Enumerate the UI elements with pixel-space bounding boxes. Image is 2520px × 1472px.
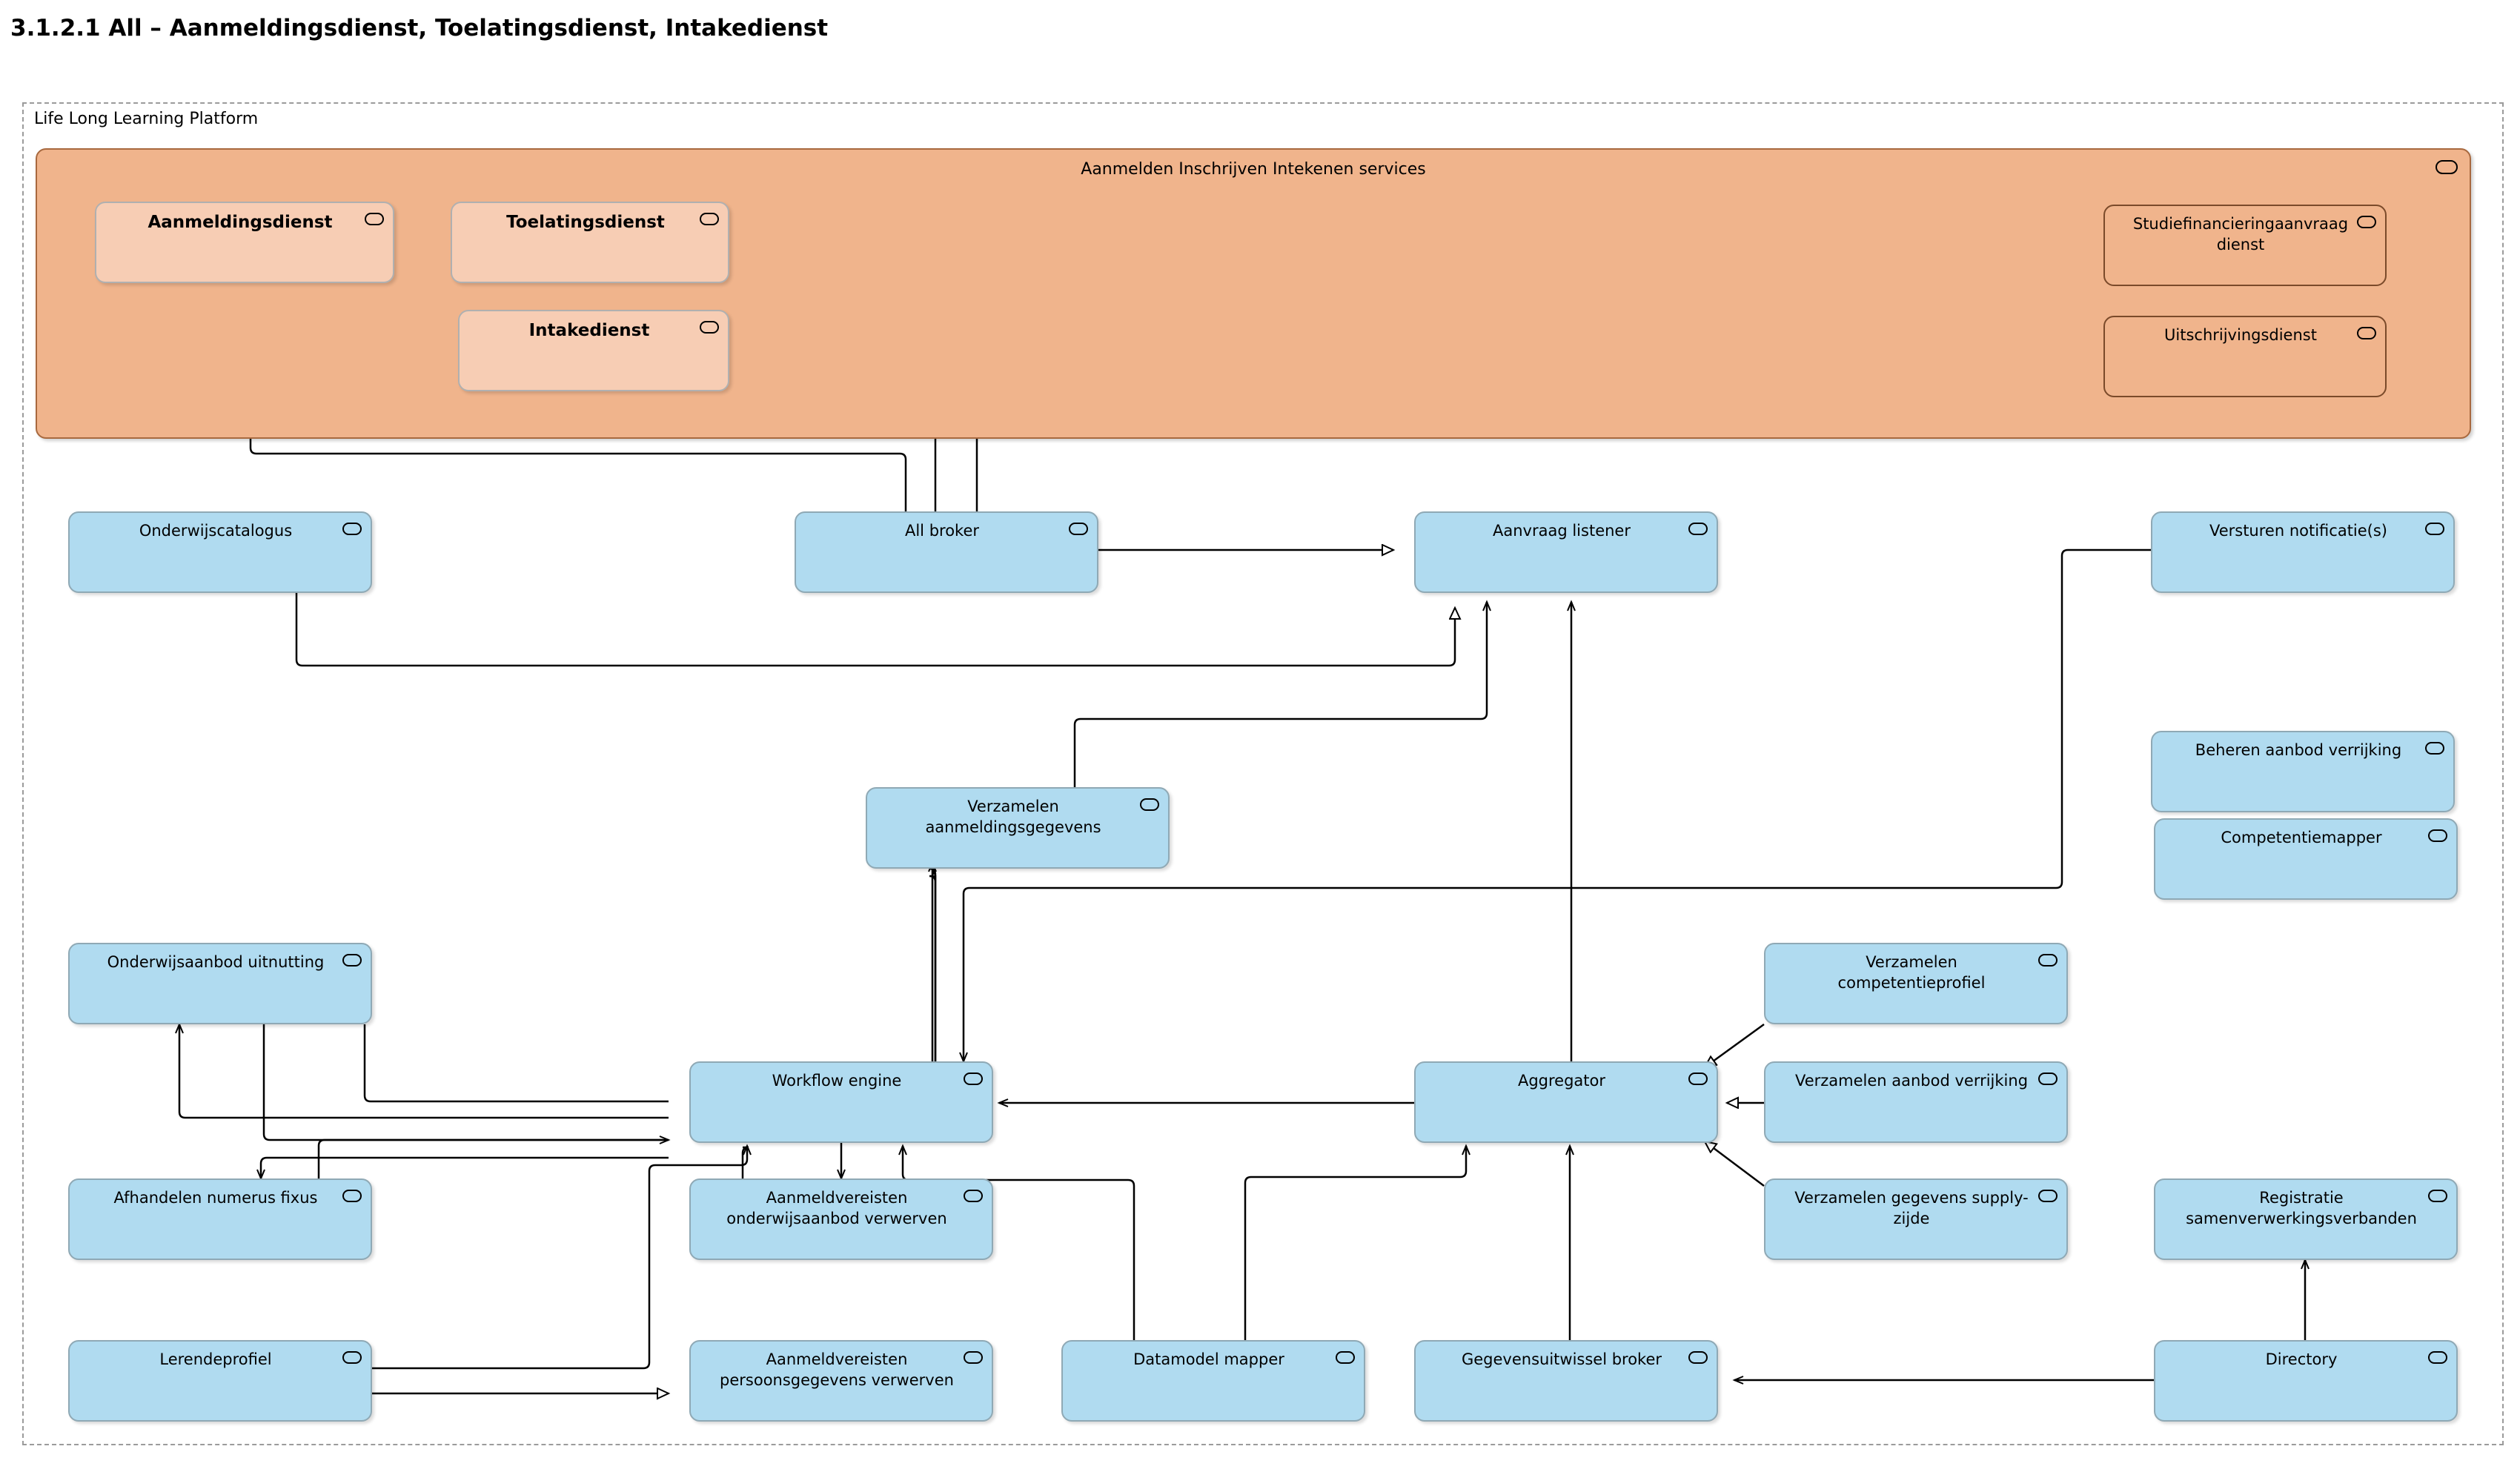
node-label: Aggregator (1517, 1072, 1606, 1090)
group-member-aanmeldingsdienst[interactable]: Aanmeldingsdienst (95, 202, 394, 283)
node-label: Toelatingsdienst (506, 213, 665, 232)
node-workflow-engine[interactable]: Workflow engine (689, 1061, 993, 1143)
platform-container-label: Life Long Learning Platform (34, 110, 259, 128)
node-label: Lerendeprofiel (159, 1350, 272, 1368)
node-label: Beheren aanbod verrijking (2195, 741, 2402, 759)
application-component-icon (2038, 1190, 2058, 1202)
application-component-icon (2038, 1072, 2058, 1085)
application-component-icon (2425, 742, 2444, 755)
group-member-toelatingsdienst[interactable]: Toelatingsdienst (451, 202, 729, 283)
application-component-icon (1688, 523, 1708, 535)
node-label: Verzamelen aanmeldingsgegevens (925, 798, 1101, 836)
application-component-icon (964, 1190, 983, 1202)
application-component-icon (342, 523, 362, 535)
platform-container (22, 102, 2504, 1445)
node-aanvraag-listener[interactable]: Aanvraag listener (1414, 511, 1718, 593)
node-aggregator[interactable]: Aggregator (1414, 1061, 1718, 1143)
application-component-icon (1688, 1072, 1708, 1085)
application-component-icon (2428, 829, 2447, 842)
group-title: Aanmelden Inschrijven Intekenen services (1081, 160, 1426, 179)
node-label: Verzamelen gegevens supply-zijde (1794, 1189, 2029, 1227)
node-lerendeprofiel[interactable]: Lerendeprofiel (68, 1340, 372, 1422)
node-label: Intakedienst (528, 321, 650, 340)
application-component-icon (2428, 1351, 2447, 1364)
application-component-icon (342, 1351, 362, 1364)
application-component-icon (2436, 160, 2458, 174)
node-datamodel-mapper[interactable]: Datamodel mapper (1061, 1340, 1365, 1422)
node-onderwijscatalogus[interactable]: Onderwijscatalogus (68, 511, 372, 593)
application-component-icon (2428, 1190, 2447, 1202)
node-verzamelen-comp[interactable]: Verzamelen competentieprofiel (1764, 943, 2068, 1024)
node-label: Studiefinancieringaanvraagdienst (2132, 215, 2349, 253)
application-component-icon (700, 213, 719, 225)
node-label: Competentiemapper (2221, 829, 2382, 846)
node-label: Aanmeldvereisten onderwijsaanbod verwerv… (726, 1189, 947, 1227)
node-onderwijsaanbod-uit[interactable]: Onderwijsaanbod uitnutting (68, 943, 372, 1024)
application-component-icon (1140, 798, 1159, 811)
application-component-icon (342, 1190, 362, 1202)
node-registratie-samen[interactable]: Registratie samenverwerkingsverbanden (2154, 1178, 2458, 1260)
node-gegevensuitwissel[interactable]: Gegevensuitwissel broker (1414, 1340, 1718, 1422)
page-title: 3.1.2.1 All – Aanmeldingsdienst, Toelati… (10, 15, 829, 42)
node-afhandelen-numerus[interactable]: Afhandelen numerus fixus (68, 1178, 372, 1260)
group-member-intakedienst[interactable]: Intakedienst (458, 310, 729, 391)
application-component-icon (1069, 523, 1088, 535)
application-component-icon (1336, 1351, 1355, 1364)
application-component-icon (2357, 216, 2376, 228)
node-competentiemapper[interactable]: Competentiemapper (2154, 818, 2458, 900)
node-label: Uitschrijvingsdienst (2164, 326, 2317, 344)
node-label: Directory (2265, 1350, 2338, 1368)
application-component-icon (2357, 327, 2376, 339)
node-label: Afhandelen numerus fixus (113, 1189, 318, 1207)
node-verzamelen-aanmeld[interactable]: Verzamelen aanmeldingsgegevens (866, 787, 1170, 869)
application-component-icon (342, 954, 362, 967)
node-label: Versturen notificatie(s) (2209, 522, 2388, 540)
node-label: Aanmeldvereisten persoonsgegevens verwer… (720, 1350, 954, 1389)
node-label: Registratie samenverwerkingsverbanden (2186, 1189, 2417, 1227)
node-label: Aanmeldingsdienst (147, 213, 333, 232)
application-component-icon (964, 1072, 983, 1085)
application-component-icon (365, 213, 384, 225)
application-component-icon (700, 321, 719, 334)
node-label: Onderwijscatalogus (139, 522, 293, 540)
node-label: Verzamelen aanbod verrijking (1794, 1072, 2029, 1090)
application-component-icon (2038, 954, 2058, 967)
node-directory[interactable]: Directory (2154, 1340, 2458, 1422)
group-aanmelden-inschrijven-intekenen-services[interactable]: Aanmelden Inschrijven Intekenen services (36, 148, 2471, 439)
node-aanmeldvereisten-pg[interactable]: Aanmeldvereisten persoonsgegevens verwer… (689, 1340, 993, 1422)
node-label: Aanvraag listener (1493, 522, 1631, 540)
node-label: Verzamelen competentieprofiel (1837, 953, 1986, 992)
node-label: Onderwijsaanbod uitnutting (107, 953, 325, 971)
node-verzamelen-supply[interactable]: Verzamelen gegevens supply-zijde (1764, 1178, 2068, 1260)
node-label: Gegevensuitwissel broker (1461, 1350, 1662, 1368)
node-label: Datamodel mapper (1133, 1350, 1284, 1368)
group-member-uitschrijvingsdienst[interactable]: Uitschrijvingsdienst (2103, 316, 2387, 397)
application-component-icon (1688, 1351, 1708, 1364)
node-beheren-aanbod[interactable]: Beheren aanbod verrijking (2151, 731, 2455, 812)
node-all-broker[interactable]: All broker (795, 511, 1098, 593)
application-component-icon (2425, 523, 2444, 535)
node-label: Workflow engine (772, 1072, 902, 1090)
group-member-studiefinancieringaanvraagdienst[interactable]: Studiefinancieringaanvraagdienst (2103, 205, 2387, 286)
application-component-icon (964, 1351, 983, 1364)
node-aanmeldvereisten-ow[interactable]: Aanmeldvereisten onderwijsaanbod verwerv… (689, 1178, 993, 1260)
node-versturen-notificatie[interactable]: Versturen notificatie(s) (2151, 511, 2455, 593)
node-verzamelen-aanbod-v[interactable]: Verzamelen aanbod verrijking (1764, 1061, 2068, 1143)
node-label: All broker (904, 522, 980, 540)
